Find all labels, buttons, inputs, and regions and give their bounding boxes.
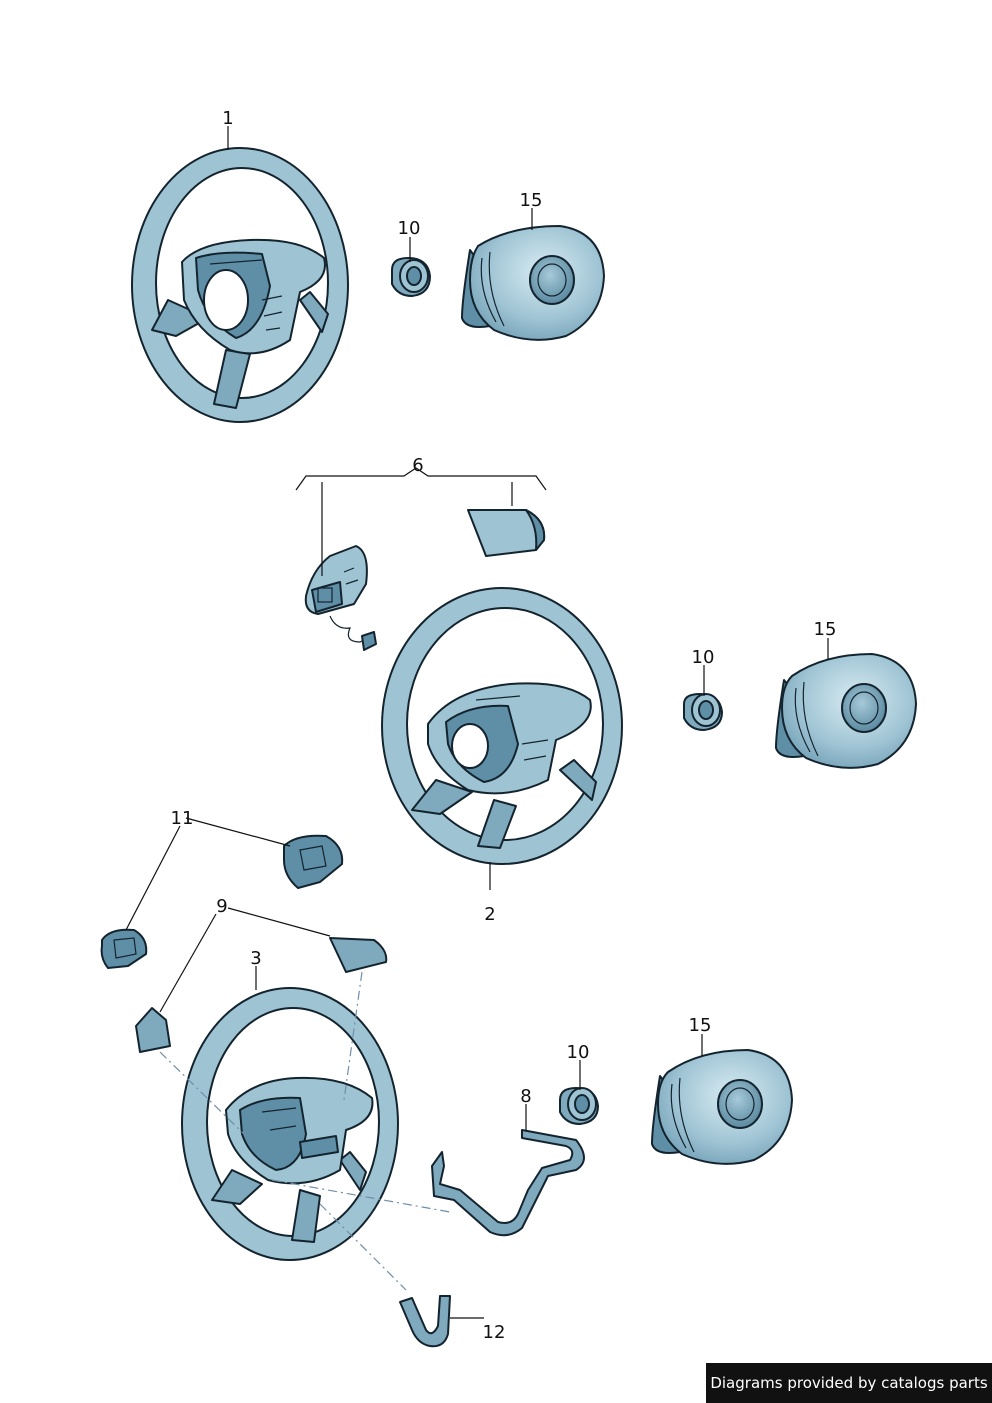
label-1: 1: [222, 108, 233, 129]
label-15-bottom: 15: [689, 1015, 712, 1036]
trim-12: [399, 1295, 451, 1348]
credit-banner: Diagrams provided by catalogs parts: [706, 1363, 992, 1403]
cover-9-right: [329, 937, 388, 973]
switch-11-left: [100, 928, 148, 969]
callout-labels: 1 10 15 6 10 15 2 11 9 3 8 10 15 12: [171, 108, 837, 1343]
cover-9-left: [135, 1007, 171, 1053]
label-15-top: 15: [520, 190, 543, 211]
leader-lines: [125, 126, 829, 1319]
label-9: 9: [216, 896, 227, 917]
label-10-top: 10: [398, 218, 421, 239]
nut-10-top: [391, 257, 431, 297]
trim-8: [431, 1129, 585, 1237]
label-10-mid: 10: [692, 647, 715, 668]
label-3: 3: [250, 948, 261, 969]
label-6: 6: [412, 455, 423, 476]
label-2: 2: [484, 904, 495, 925]
label-12: 12: [483, 1322, 506, 1343]
airbag-15-bottom: [651, 1049, 793, 1165]
airbag-15-top: [461, 225, 605, 341]
assembly-dash-lines: [159, 971, 451, 1291]
steering-wheel-3: [181, 987, 399, 1261]
nut-10-mid: [683, 693, 723, 731]
switch-11-right: [283, 834, 344, 889]
nut-10-bottom: [559, 1087, 599, 1125]
steering-wheel-1: [131, 147, 349, 423]
label-8: 8: [520, 1086, 531, 1107]
label-11: 11: [171, 808, 194, 829]
steering-wheel-2: [381, 587, 623, 865]
label-15-mid: 15: [814, 619, 837, 640]
label-10-bottom: 10: [567, 1042, 590, 1063]
airbag-15-mid: [775, 653, 917, 769]
switch-cover-6-right: [467, 509, 546, 557]
switch-assembly-6-left: [304, 545, 377, 651]
